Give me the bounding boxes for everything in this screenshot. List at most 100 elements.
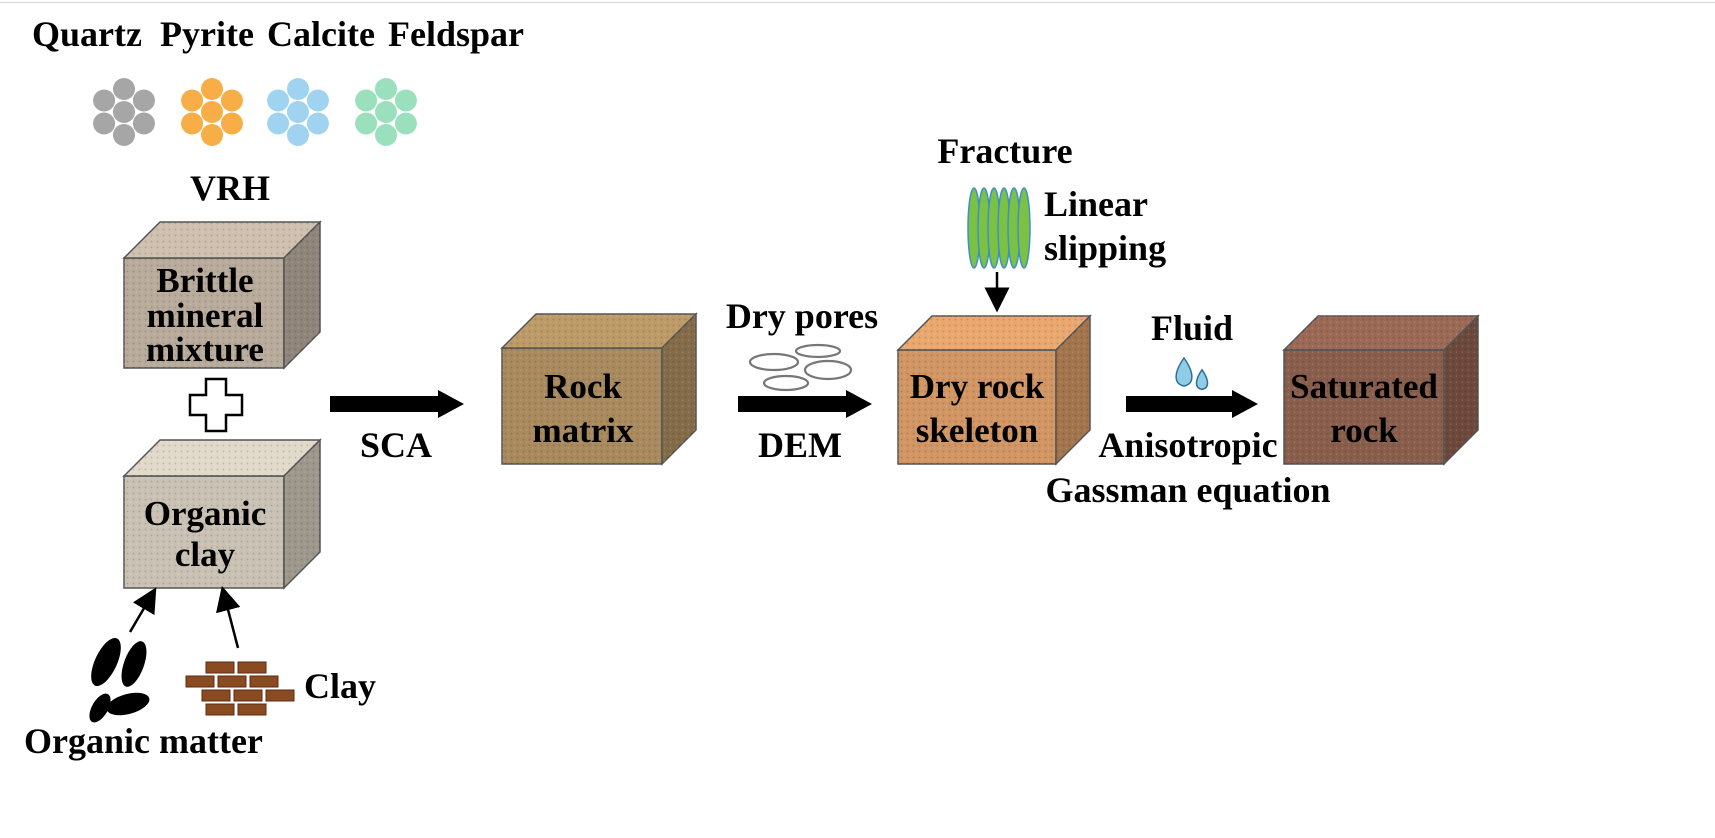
particle [375,101,397,123]
brittle-mineral-mixture-cube: Brittle mineral mixture [122,220,322,370]
linear-slipping-line-1: Linear [1044,184,1148,224]
cube-top-face [500,313,698,349]
rock-matrix-cube: Rock matrix [500,312,698,466]
dem-arrow-icon [738,390,872,418]
dry-rock-line-1: Dry rock [910,367,1045,406]
particle [220,89,243,112]
fracture-label: Fracture [937,131,1072,171]
plus-icon [188,377,244,433]
clay-label: Clay [304,666,376,706]
particle [267,112,290,135]
particle [93,89,116,112]
cube-side-face [1055,314,1091,466]
saturated-line-2: rock [1330,411,1398,450]
rock-matrix-line-1: Rock [544,367,622,406]
mineral-clusters [93,78,417,146]
mineral-label-feldspar: Feldspar [388,14,524,54]
dry-rock-skeleton-cube: Dry rock skeleton [896,314,1092,466]
particle [201,78,223,100]
organic-matter-label: Organic matter [24,721,263,761]
particle [267,89,290,112]
droplet [1195,368,1209,391]
anisotropic-label: Anisotropic [1098,425,1277,465]
organic-matter-icon [89,637,150,723]
saturated-rock-cube: Saturated rock [1282,314,1480,466]
brick [185,675,215,688]
brick [205,661,235,674]
clay-bricks-icon [185,661,295,716]
particle [113,101,135,123]
particle [287,78,309,100]
sca-arrow-icon [330,390,464,418]
dry-pores-icon [748,343,853,392]
brick [233,689,263,702]
cube-front-face [123,475,285,589]
gassman-equation-label: Gassman equation [1045,470,1330,510]
cube-side-face [661,312,697,466]
organic-clay-line-1: Organic [144,494,266,533]
organic-clay-line-2: clay [175,535,236,574]
brittle-line-3: mixture [146,330,264,369]
linear-slipping-line-2: slipping [1044,228,1166,268]
cube-side-face [283,438,321,590]
brick [237,703,267,716]
fluid-label: Fluid [1151,308,1233,348]
vrh-label: VRH [190,168,270,208]
dem-label: DEM [758,425,842,465]
rock-matrix-line-2: matrix [532,411,634,450]
quartz-particles-icon [93,78,155,146]
particle [93,112,116,135]
particle [355,89,378,112]
particle [201,101,223,123]
saturated-line-1: Saturated [1290,367,1438,406]
brittle-line-1: Brittle [156,261,253,300]
particle [113,124,135,146]
particle [220,112,243,135]
brick [237,661,267,674]
droplet [1175,356,1193,387]
brick [205,703,235,716]
mineral-label-pyrite: Pyrite [160,14,254,54]
cube-top-face [122,221,322,259]
organic-matter-arrow [128,587,157,633]
particle [375,78,397,100]
brittle-line-2: mineral [147,296,264,335]
fluid-droplet-icon [1175,356,1209,391]
dry-pores-label: Dry pores [726,296,878,336]
cube-front-face [123,257,285,369]
top-border [0,2,1715,3]
mineral-labels: Quartz Pyrite Calcite Feldspar [32,14,524,54]
gassman-arrow-icon [1126,390,1258,418]
mineral-label-calcite: Calcite [267,14,375,54]
brick [249,675,279,688]
cube-front-face [897,349,1057,465]
particle [394,112,417,135]
organic-clay-cube: Organic clay [122,438,322,590]
particle [132,112,155,135]
particle [287,101,309,123]
fracture-plane [1017,187,1031,269]
particle [355,112,378,135]
feldspar-particles-icon [355,78,417,146]
cube-top-face [896,315,1092,351]
cube-top-face [1282,315,1480,351]
clay-arrow [216,585,241,649]
cube-front-face [501,347,663,465]
particle [181,89,204,112]
particle [306,89,329,112]
fracture-icon [967,187,1031,269]
cube-side-face [283,220,321,370]
mineral-label-quartz: Quartz [32,14,142,54]
brick [201,689,231,702]
particle [113,78,135,100]
pyrite-particles-icon [181,78,243,146]
dry-rock-line-2: skeleton [916,411,1039,450]
particle [181,112,204,135]
particle [394,89,417,112]
sca-label: SCA [360,425,432,465]
particle [287,124,309,146]
cube-side-face [1443,314,1479,466]
particle [375,124,397,146]
brick [265,689,295,702]
